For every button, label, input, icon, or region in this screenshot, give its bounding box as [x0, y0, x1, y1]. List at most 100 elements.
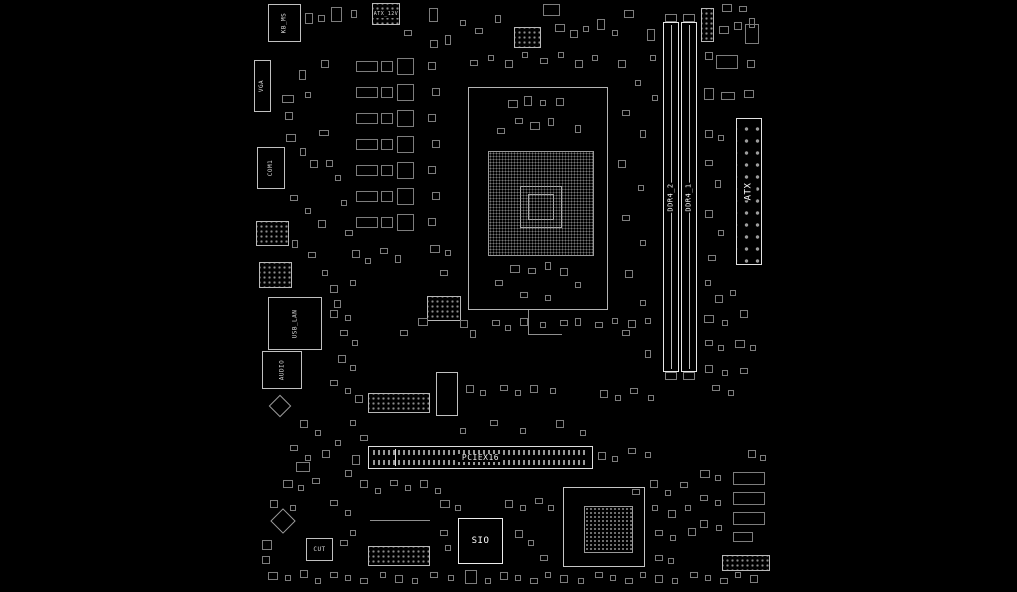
component-rect	[722, 320, 728, 326]
component-rect	[700, 520, 708, 528]
component-rect	[445, 545, 451, 551]
component-rect	[665, 372, 677, 380]
component-rect	[305, 92, 311, 98]
component-rect	[645, 318, 651, 324]
component-rect	[655, 555, 663, 561]
component-rect	[715, 180, 721, 188]
component-rect	[466, 385, 474, 393]
component-rect	[530, 385, 538, 393]
component-rect	[350, 365, 356, 371]
component-rect	[650, 55, 656, 61]
component-rect	[397, 110, 414, 127]
component-rect	[356, 165, 378, 176]
component-rect	[397, 136, 414, 153]
component-rect	[530, 122, 540, 130]
component-rect	[668, 510, 676, 518]
trace-line	[370, 520, 430, 521]
component-rect	[528, 268, 536, 274]
component-rect	[262, 556, 270, 564]
component-rect	[455, 505, 461, 511]
pciex16-slot: PCIEX16	[368, 446, 593, 469]
component-rect	[735, 340, 745, 348]
component-rect	[540, 322, 546, 328]
kb-ms-connector-label: KB_MS	[280, 12, 288, 34]
component-rect	[597, 19, 605, 30]
mid-header	[368, 393, 430, 413]
usb-lan-connector-label: USB_LAN	[290, 309, 298, 338]
component-rect	[610, 575, 616, 581]
component-rect	[555, 24, 565, 32]
atx-12v-connector-label: ATX_12V	[372, 10, 400, 18]
component-rect	[545, 572, 551, 578]
component-rect	[715, 295, 723, 303]
component-rect	[652, 95, 658, 101]
component-rect	[618, 160, 626, 168]
component-rect	[395, 255, 401, 263]
trace-line	[528, 310, 529, 334]
component-rect	[685, 505, 691, 511]
component-rect	[545, 295, 551, 301]
component-rect	[500, 572, 508, 580]
component-rect	[298, 485, 304, 491]
component-rect	[418, 318, 428, 326]
component-rect	[315, 430, 321, 436]
component-rect	[315, 578, 321, 584]
component-rect	[721, 92, 735, 100]
component-rect	[612, 456, 618, 462]
component-rect	[283, 480, 293, 488]
component-rect	[430, 245, 440, 253]
component-rect	[352, 250, 360, 258]
component-rect	[356, 139, 378, 150]
component-rect	[760, 455, 766, 461]
component-rect	[305, 455, 311, 461]
component-rect	[305, 208, 311, 214]
component-rect	[335, 440, 341, 446]
component-rect	[397, 58, 414, 75]
component-rect	[716, 55, 738, 69]
cpu-socket-center-box	[520, 186, 562, 228]
component-rect	[360, 578, 368, 584]
component-rect	[321, 60, 329, 68]
cut-pad: CUT	[306, 538, 333, 561]
cpu-socket-pad-array	[488, 151, 594, 256]
component-rect	[580, 430, 586, 436]
component-rect	[515, 390, 521, 396]
component-rect	[560, 320, 568, 326]
com1-connector-label: COM1	[266, 159, 274, 177]
component-rect	[744, 90, 754, 98]
component-rect	[312, 478, 320, 484]
component-rect	[412, 578, 418, 584]
component-rect	[445, 35, 451, 45]
component-rect	[548, 118, 554, 126]
component-rect	[622, 330, 630, 336]
component-rect	[705, 160, 713, 166]
component-rect	[460, 320, 468, 328]
component-rect	[640, 572, 646, 578]
component-rect	[719, 26, 729, 34]
fan-header	[701, 8, 714, 42]
component-rect	[465, 570, 477, 584]
audio-connector: AUDIO	[262, 351, 302, 389]
component-rect	[560, 575, 568, 583]
component-rect	[730, 290, 736, 296]
component-rect	[397, 188, 414, 205]
component-rect	[356, 191, 378, 202]
component-rect	[326, 160, 333, 167]
component-rect	[262, 540, 272, 550]
component-rect	[340, 330, 348, 336]
component-rect	[435, 488, 441, 494]
front-panel-header-2	[259, 262, 292, 288]
component-rect	[545, 262, 551, 270]
component-rect	[749, 18, 755, 28]
atx-24pin-connector: ATX	[736, 118, 762, 265]
component-rect	[522, 52, 528, 58]
sio-chip: SIO	[458, 518, 503, 564]
component-rect	[535, 498, 543, 504]
component-rect	[318, 220, 326, 228]
component-rect	[300, 148, 306, 156]
component-rect	[628, 448, 636, 454]
component-rect	[405, 485, 411, 491]
component-rect	[432, 88, 440, 96]
atx-12v-connector: ATX_12V	[372, 3, 400, 25]
